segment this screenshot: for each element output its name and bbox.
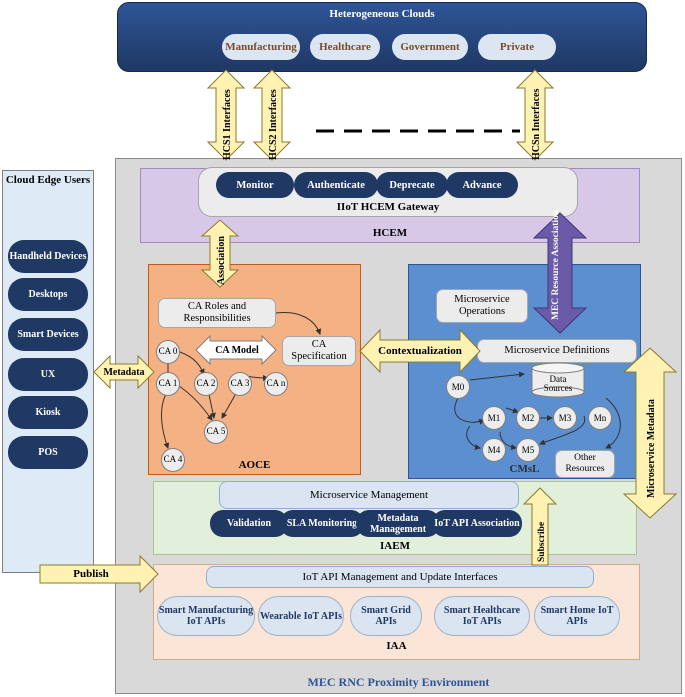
hcem-label: HCEM [372,227,408,239]
hcsn-label: HCSn Interfaces [531,89,542,160]
hcs2-arrow [252,69,292,161]
iaem-label: IAEM [380,540,410,552]
ca-roles-box: CA Roles and Responsibilities [158,298,276,328]
api-wearable: Wearable IoT APIs [258,596,344,636]
ca-model-arrow [195,334,277,366]
publish-label: Publish [73,568,109,580]
other-resources-box: Other Resources [555,450,615,478]
association-label: Association [216,236,227,285]
cloud-healthcare: Healthcare [310,34,380,60]
cmsl-label: CMsL [509,463,540,475]
op-validation: Validation [210,510,288,537]
microservice-operations-box: Microservice Operations [436,289,528,323]
metadata-label: Metadata [103,366,145,378]
cloud-government: Government [392,34,468,60]
api-smart-home: Smart Home IoT APIs [534,596,620,636]
m2: M2 [516,406,540,430]
m1: M1 [482,406,506,430]
aoce-label: AOCE [238,459,271,471]
ca-1: CA 1 [156,372,180,396]
api-smart-manufacturing: Smart Manufacturing IoT APIs [157,596,255,636]
op-sla-monitoring: SLA Monitoring [280,510,364,537]
op-deprecate: Deprecate [376,172,448,198]
microservice-metadata-label: Microservice Metadata [646,399,657,498]
api-smart-grid: Smart Grid APIs [350,596,422,636]
iaa-label: IAA [386,640,407,652]
ca-0: CA 0 [156,340,180,364]
ca-5: CA 5 [204,420,228,444]
association-arrow [200,219,240,288]
mec-resource-label: MEC Resource Association [551,209,561,320]
metadata-arrow [93,354,155,390]
op-iot-api-association: IoT API Association [432,510,522,537]
user-kiosk: Kiosk [8,396,88,429]
mec-resource-arrow [532,212,588,334]
user-pos: POS [8,436,88,469]
heterogeneous-clouds-panel [117,2,647,72]
ca-model-label: CA Model [215,344,259,356]
ca-n: CA n [264,372,288,396]
user-handheld-devices: Handheld Devices [8,240,88,273]
op-authenticate: Authenticate [294,172,378,198]
microservice-metadata-arrow [622,347,678,519]
m5: M5 [516,438,540,462]
ca-4: CA 4 [161,448,185,472]
publish-arrow [39,554,159,594]
hcs1-arrow [206,69,246,161]
subscribe-arrow [522,487,558,566]
ca-3: CA 3 [228,372,252,396]
clouds-title: Heterogeneous Clouds [329,8,435,20]
cloud-manufacturing: Manufacturing [222,34,300,60]
m3: M3 [553,406,577,430]
hcs1-label: HCS1 Interfaces [222,89,233,160]
user-desktops: Desktops [8,278,88,311]
environment-title: MEC RNC Proximity Environment [307,674,490,689]
ca-2: CA 2 [194,372,218,396]
hcs2-label: HCS2 Interfaces [268,89,279,160]
api-smart-healthcare: Smart Healthcare IoT APIs [434,596,530,636]
subscribe-label: Subscribe [537,522,547,562]
op-advance: Advance [446,172,518,198]
hcsn-arrow [515,69,555,161]
microservice-definitions-box: Microservice Definitions [477,339,637,363]
m0: M0 [446,375,470,399]
contextualization-arrow [359,328,481,374]
microservice-management-bar: Microservice Management [219,481,519,509]
users-title: Cloud Edge Users [5,174,91,186]
contextualization-label: Contextualization [378,345,462,357]
iot-api-management-bar: IoT API Management and Update Interfaces [206,566,594,588]
data-sources-label: Data Sources [543,373,573,393]
m4: M4 [482,438,506,462]
user-smart-devices: Smart Devices [8,318,88,351]
mn: Mn [588,406,612,430]
user-ux: UX [8,358,88,391]
gateway-label: IIoT HCEM Gateway [336,201,440,213]
op-monitor: Monitor [216,172,294,198]
data-sources-cylinder [531,362,585,398]
cloud-private: Private [478,34,556,60]
ca-specification-box: CA Specification [282,336,356,366]
op-metadata-management: Metadata Management [356,510,440,537]
